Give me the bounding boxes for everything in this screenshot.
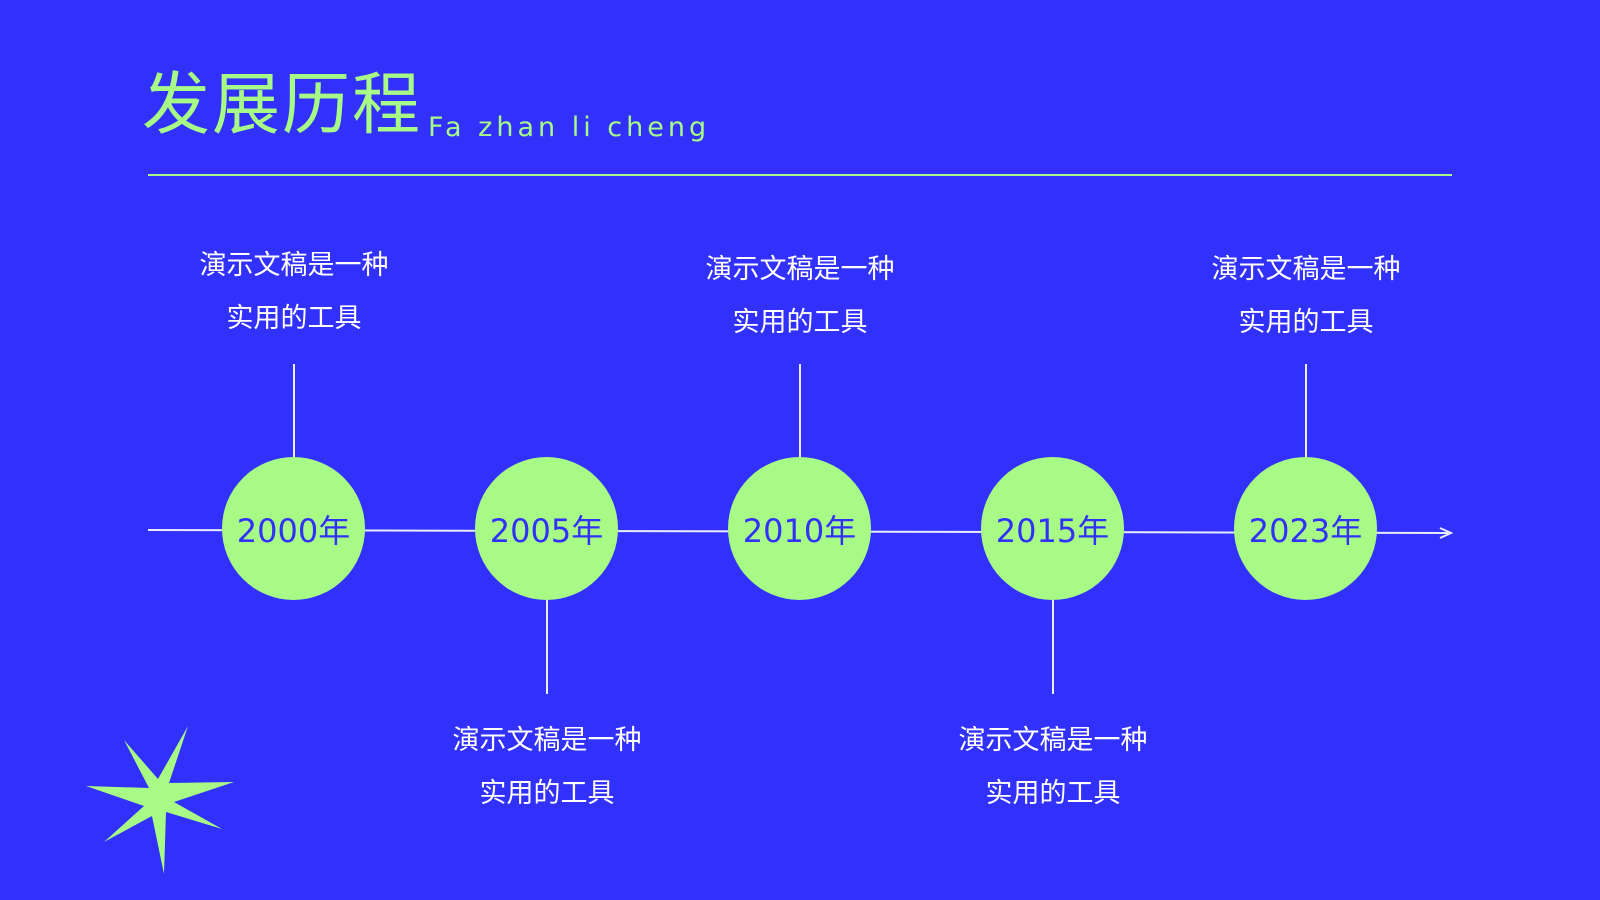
timeline-node-2015: 2015年 [981,457,1124,600]
caption-line: 演示文稿是一种 [958,725,1148,756]
timeline-node-2005: 2005年 [475,457,618,600]
timeline-caption-2023: 演示文稿是一种 实用的工具 [1176,243,1436,349]
timeline-node-2023: 2023年 [1234,457,1377,600]
caption-line: 实用的工具 [479,778,615,809]
timeline-node-year: 2010年 [742,511,857,550]
timeline-caption-2005: 演示文稿是一种 实用的工具 [417,714,677,820]
eight-point-star-icon [86,726,234,874]
timeline-node-year: 2000年 [236,511,351,550]
timeline-node-year: 2005年 [489,511,604,550]
caption-line: 演示文稿是一种 [452,725,642,756]
caption-line: 演示文稿是一种 [1211,254,1401,285]
timeline-connector-5 [1305,364,1307,458]
timeline-node-2010: 2010年 [728,457,871,600]
caption-line: 实用的工具 [226,303,362,334]
caption-line: 实用的工具 [1238,307,1374,338]
caption-line: 演示文稿是一种 [705,254,895,285]
timeline-caption-2010: 演示文稿是一种 实用的工具 [670,243,930,349]
timeline-caption-2000: 演示文稿是一种 实用的工具 [164,239,424,345]
timeline-connector-2 [546,600,548,694]
caption-line: 实用的工具 [732,307,868,338]
caption-line: 演示文稿是一种 [199,250,389,281]
page-title: 发展历程 [142,66,423,145]
timeline-node-year: 2015年 [995,511,1110,550]
header-divider [148,174,1452,176]
timeline-connector-4 [1052,600,1054,694]
timeline-node-year: 2023年 [1248,511,1363,550]
timeline-connector-3 [799,364,801,458]
page-subtitle: Fa zhan li cheng [428,112,711,143]
timeline-node-2000: 2000年 [222,457,365,600]
arrow-right-icon [1439,527,1454,539]
caption-line: 实用的工具 [985,778,1121,809]
timeline-caption-2015: 演示文稿是一种 实用的工具 [923,714,1183,820]
timeline-connector-1 [293,364,295,458]
